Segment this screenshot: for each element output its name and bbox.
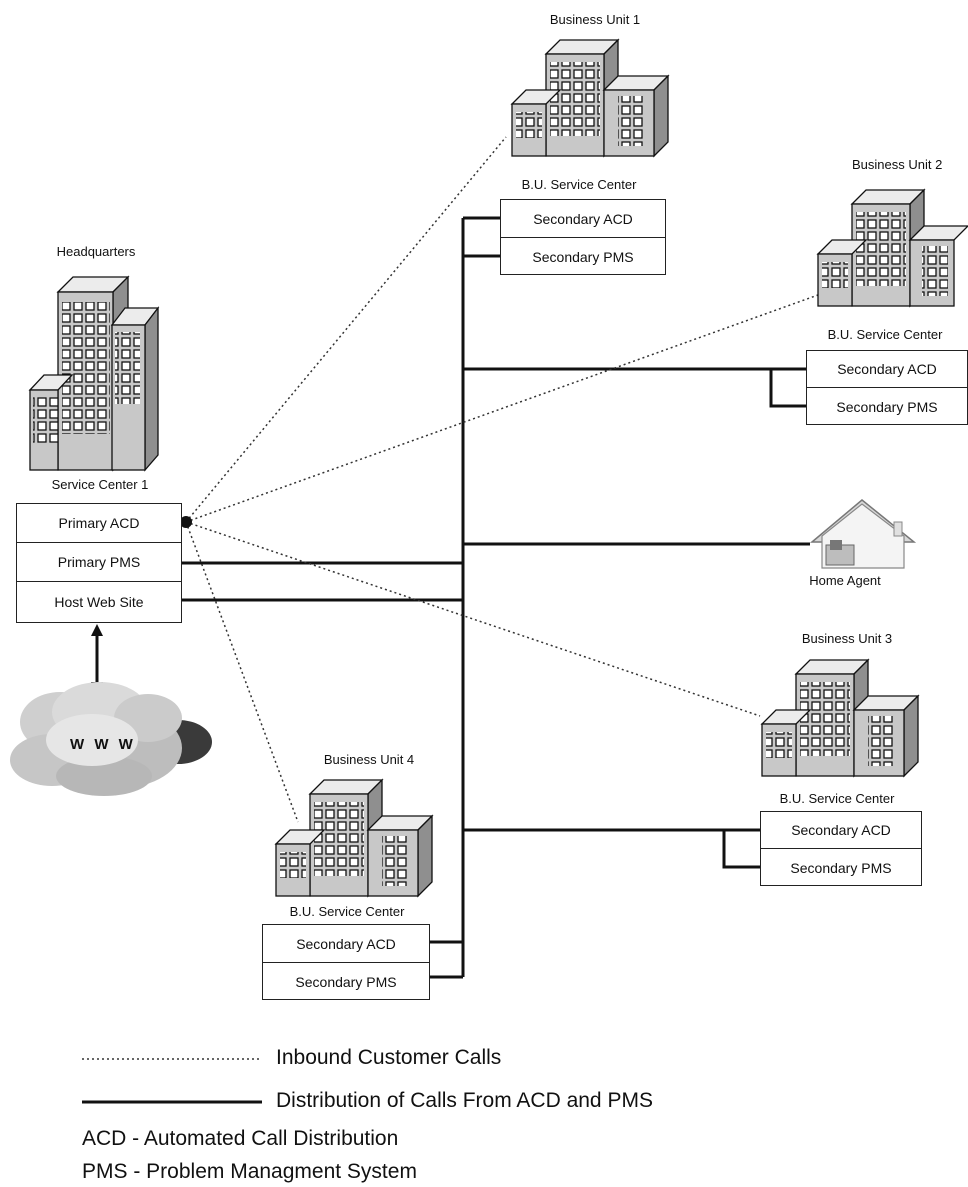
- bu4-secondary-acd-cell: Secondary ACD: [263, 925, 429, 963]
- business-unit-3-title: Business Unit 3: [801, 631, 893, 646]
- bu4-service-center-label: B.U. Service Center: [289, 904, 405, 919]
- bu4-secondary-pms-cell: Secondary PMS: [295, 973, 397, 990]
- home-agent-label: Home Agent: [809, 573, 881, 588]
- bu3-secondary-pms-cell: Secondary PMS: [790, 859, 892, 876]
- bu1-secondary-acd-cell: Secondary ACD: [501, 200, 665, 238]
- business-unit-4-building-icon: [274, 778, 434, 898]
- host-web-site-cell: Host Web Site: [54, 593, 144, 610]
- link-bu2-pms: [769, 369, 806, 408]
- headquarters-title: Headquarters: [56, 244, 136, 259]
- legend-pms-definition: PMS - Problem Managment System: [82, 1160, 417, 1183]
- bu1-service-center-label: B.U. Service Center: [521, 177, 637, 192]
- legend-inbound-calls: Inbound Customer Calls: [276, 1046, 502, 1069]
- bu3-secondary-acd-cell: Secondary ACD: [761, 812, 921, 849]
- inbound-bu1: [185, 136, 507, 523]
- bu2-secondary-acd-cell: Secondary ACD: [807, 351, 967, 388]
- business-unit-1-building-icon: [510, 38, 670, 158]
- business-unit-2-building-icon: [816, 188, 968, 308]
- home-agent-house-icon: [809, 499, 917, 569]
- primary-systems-box: Primary ACD Primary PMS Host Web Site: [16, 503, 182, 623]
- www-cloud-icon: [10, 682, 212, 796]
- inbound-bu4: [185, 521, 299, 823]
- inbound-hub: [180, 516, 192, 528]
- inbound-bu3: [185, 521, 761, 717]
- bu2-systems-box: Secondary ACD Secondary PMS: [806, 350, 968, 425]
- bu4-systems-box: Secondary ACD Secondary PMS: [262, 924, 430, 1000]
- business-unit-4-title: Business Unit 4: [323, 752, 415, 767]
- bu2-service-center-label: B.U. Service Center: [827, 327, 943, 342]
- primary-acd-cell: Primary ACD: [17, 504, 181, 543]
- legend-distribution: Distribution of Calls From ACD and PMS: [276, 1089, 653, 1112]
- www-label: W W W: [70, 736, 136, 753]
- arrow-up: [91, 624, 103, 636]
- bu1-secondary-pms-cell: Secondary PMS: [532, 248, 634, 265]
- bu3-systems-box: Secondary ACD Secondary PMS: [760, 811, 922, 886]
- inbound-bu2: [185, 294, 819, 523]
- service-center-1-label: Service Center 1: [51, 477, 149, 492]
- business-unit-2-title: Business Unit 2: [852, 157, 943, 172]
- bu1-systems-box: Secondary ACD Secondary PMS: [500, 199, 666, 275]
- business-unit-3-building-icon: [760, 658, 920, 778]
- primary-pms-cell: Primary PMS: [17, 543, 181, 582]
- headquarters-building-icon: [28, 275, 160, 472]
- business-unit-1-title: Business Unit 1: [549, 12, 641, 27]
- bu3-service-center-label: B.U. Service Center: [779, 791, 895, 806]
- legend-acd-definition: ACD - Automated Call Distribution: [82, 1127, 399, 1150]
- bu2-secondary-pms-cell: Secondary PMS: [836, 398, 938, 415]
- link-bu3-pms: [722, 830, 760, 869]
